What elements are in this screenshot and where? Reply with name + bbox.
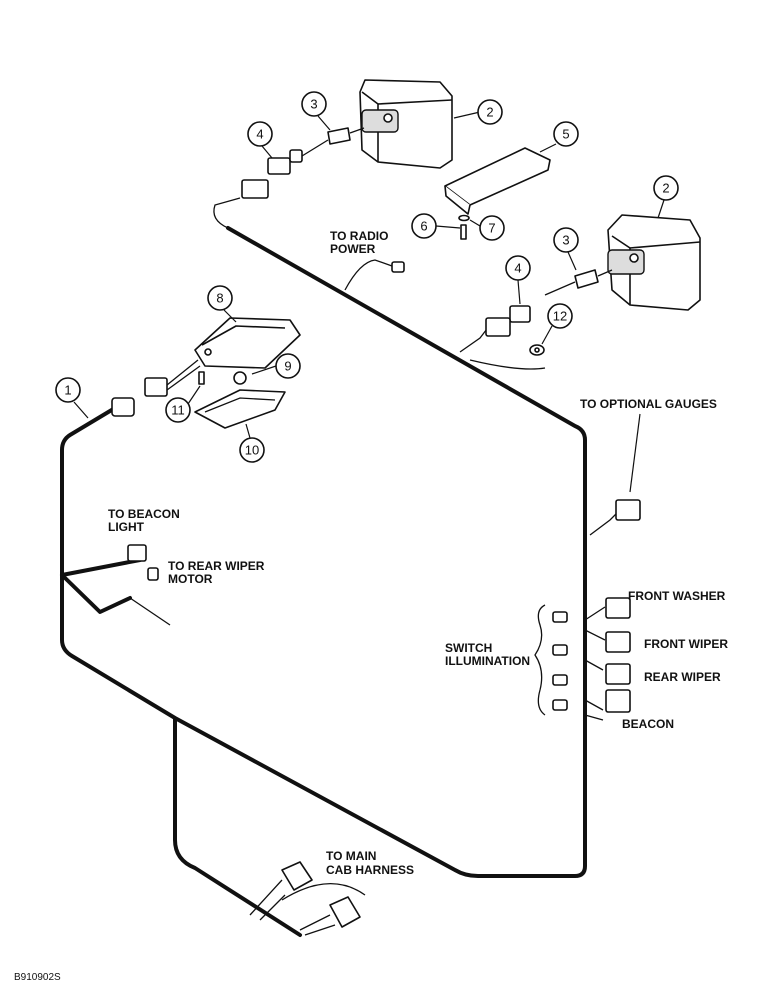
label-front-wiper: FRONT WIPER (644, 637, 728, 651)
svg-text:4: 4 (256, 127, 263, 142)
callout-11: 11 (165, 385, 201, 423)
rear-branch-wire (60, 558, 142, 614)
svg-text:12: 12 (553, 309, 567, 324)
svg-text:4: 4 (514, 261, 521, 276)
label-to-optional-gauges: TO OPTIONAL GAUGES (580, 397, 717, 411)
switch-illumination-brace (534, 604, 546, 716)
callout-4-right: 4 (505, 255, 531, 305)
connector-left (241, 139, 329, 199)
work-light-right (607, 214, 701, 311)
label-rear-wiper: REAR WIPER (644, 670, 721, 684)
label-to-radio: TO RADIO (330, 229, 388, 243)
label-switch: SWITCH (445, 641, 492, 655)
radio-power-connector (391, 261, 405, 273)
svg-text:6: 6 (420, 219, 427, 234)
label-cab-harness: CAB HARNESS (326, 863, 414, 877)
callout-2-right: 2 (653, 175, 679, 219)
svg-text:1: 1 (64, 383, 71, 398)
svg-text:10: 10 (245, 443, 259, 458)
label-to-rear-wiper: TO REAR WIPER (168, 559, 265, 573)
callout-10: 10 (239, 423, 265, 463)
cab-harness-leads (249, 879, 336, 936)
dome-light-lens (194, 389, 286, 429)
work-light-left (359, 79, 453, 169)
svg-text:8: 8 (216, 291, 223, 306)
gauges-connector (615, 499, 641, 521)
label-to-beacon: TO BEACON (108, 507, 180, 521)
label-front-washer: FRONT WASHER (628, 589, 726, 603)
callout-2-left: 2 (453, 99, 503, 125)
cab-harness-connectors (281, 861, 361, 928)
svg-text:3: 3 (310, 97, 317, 112)
callout-8: 8 (207, 285, 237, 323)
label-illumination: ILLUMINATION (445, 654, 530, 668)
ground-lead (469, 359, 546, 370)
svg-text:9: 9 (284, 359, 291, 374)
label-beacon: BEACON (622, 717, 674, 731)
figure-code: B910902S (14, 972, 61, 983)
callout-4-left: 4 (247, 121, 273, 159)
callout-6: 6 (411, 213, 461, 239)
switch-illumination-connectors (552, 611, 568, 711)
nut (529, 344, 545, 356)
svg-text:2: 2 (486, 105, 493, 120)
label-to-main: TO MAIN (326, 849, 376, 863)
beacon-light-connector (127, 544, 147, 562)
screw-and-washer (458, 214, 470, 240)
callout-1: 1 (55, 377, 89, 419)
svg-text:3: 3 (562, 233, 569, 248)
callout-12: 12 (541, 303, 573, 345)
dome-light (194, 317, 301, 369)
callout-9: 9 (251, 353, 301, 379)
dome-clip (233, 371, 247, 385)
radio-power-lead (344, 259, 393, 291)
label-light: LIGHT (108, 520, 145, 534)
svg-text:7: 7 (488, 221, 495, 236)
left-light-lead (213, 197, 241, 229)
cab-harness-brace (281, 883, 366, 901)
label-motor: MOTOR (168, 572, 213, 586)
dome-screw (198, 371, 205, 385)
switch-leads (584, 606, 606, 721)
bolt-right (544, 269, 613, 296)
dome-light-connector (111, 359, 201, 417)
callout-3-right: 3 (553, 227, 579, 271)
rear-wiper-lead (129, 597, 171, 626)
mounting-bracket (444, 147, 551, 215)
optional-gauges-leader (629, 413, 641, 493)
callout-7: 7 (469, 215, 505, 241)
callout-5: 5 (539, 121, 579, 153)
gauges-lead (589, 511, 619, 536)
label-power: POWER (330, 242, 376, 256)
callout-3-left: 3 (301, 91, 331, 131)
svg-text:2: 2 (662, 181, 669, 196)
switch-connectors (605, 597, 631, 713)
bolt-left (327, 127, 365, 145)
connector-right (485, 305, 531, 337)
main-harness-wire (60, 226, 587, 937)
rear-wiper-connector (147, 567, 159, 581)
svg-text:11: 11 (171, 403, 185, 418)
svg-text:5: 5 (562, 127, 569, 142)
